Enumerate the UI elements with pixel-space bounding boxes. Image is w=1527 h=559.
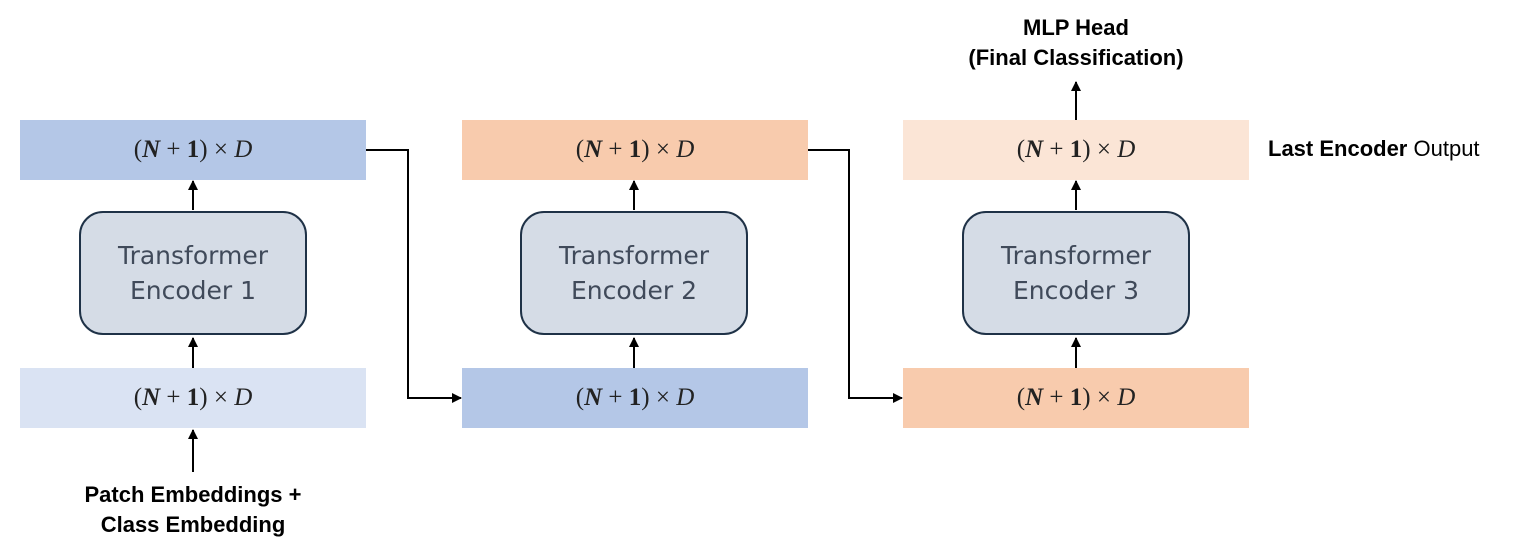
symbol-times: × xyxy=(1096,384,1111,411)
tensor-output-3: (N + 1) × D xyxy=(903,120,1249,180)
symbol-plus: + xyxy=(166,136,181,163)
connector-output-2-to-input-3 xyxy=(808,149,903,403)
symbol-times: × xyxy=(213,136,228,163)
symbol-d: D xyxy=(676,384,695,411)
paren-close: ) xyxy=(641,384,650,411)
symbol-d: D xyxy=(234,384,253,411)
symbol-plus: + xyxy=(166,384,181,411)
symbol-d: D xyxy=(676,136,695,163)
symbol-d: D xyxy=(1117,136,1136,163)
paren-close: ) xyxy=(199,136,208,163)
encoder-label-line2: Encoder 1 xyxy=(129,276,257,305)
symbol-n: N xyxy=(584,384,603,411)
tensor-output-2: (N + 1) × D xyxy=(462,120,808,180)
paren-open: ( xyxy=(133,136,143,163)
symbol-one: 1 xyxy=(186,384,200,411)
last-encoder-label-rest: Output xyxy=(1413,136,1480,161)
last-encoder-output-label: Last Encoder Output xyxy=(1268,136,1480,162)
paren-close: ) xyxy=(641,136,650,163)
paren-open: ( xyxy=(1016,384,1026,411)
paren-open: ( xyxy=(575,384,585,411)
transformer-encoder-1: Transformer Encoder 1 xyxy=(79,211,307,335)
encoder-label-line1: Transformer xyxy=(558,241,709,270)
symbol-one: 1 xyxy=(628,136,642,163)
input-caption-line2: Class Embedding xyxy=(100,512,286,537)
symbol-times: × xyxy=(655,384,670,411)
symbol-plus: + xyxy=(608,384,623,411)
symbol-one: 1 xyxy=(1069,384,1083,411)
paren-close: ) xyxy=(1082,384,1091,411)
symbol-times: × xyxy=(1096,136,1111,163)
paren-open: ( xyxy=(1016,136,1026,163)
symbol-one: 1 xyxy=(1069,136,1083,163)
input-caption: Patch Embeddings + Class Embedding xyxy=(43,480,343,540)
tensor-input-1: (N + 1) × D xyxy=(20,368,366,428)
symbol-n: N xyxy=(1025,384,1044,411)
tensor-input-2: (N + 1) × D xyxy=(462,368,808,428)
mlp-head-title: MLP Head xyxy=(1023,15,1129,40)
last-encoder-label-bold: Last Encoder xyxy=(1268,136,1408,161)
symbol-n: N xyxy=(1025,136,1044,163)
encoder-label-line1: Transformer xyxy=(1000,241,1151,270)
paren-open: ( xyxy=(133,384,143,411)
encoder-label-line2: Encoder 2 xyxy=(570,276,698,305)
connector-output-1-to-input-2 xyxy=(366,149,462,403)
encoder-label-line2: Encoder 3 xyxy=(1012,276,1140,305)
paren-open: ( xyxy=(575,136,585,163)
symbol-plus: + xyxy=(1049,136,1064,163)
mlp-head-subtitle: (Final Classification) xyxy=(968,45,1184,70)
input-caption-line1: Patch Embeddings + xyxy=(84,482,302,507)
symbol-n: N xyxy=(584,136,603,163)
symbol-n: N xyxy=(142,384,161,411)
symbol-d: D xyxy=(234,136,253,163)
symbol-d: D xyxy=(1117,384,1136,411)
tensor-output-1: (N + 1) × D xyxy=(20,120,366,180)
symbol-times: × xyxy=(655,136,670,163)
symbol-plus: + xyxy=(608,136,623,163)
tensor-input-3: (N + 1) × D xyxy=(903,368,1249,428)
paren-close: ) xyxy=(199,384,208,411)
symbol-plus: + xyxy=(1049,384,1064,411)
symbol-one: 1 xyxy=(186,136,200,163)
encoder-label-line1: Transformer xyxy=(117,241,268,270)
symbol-times: × xyxy=(213,384,228,411)
transformer-encoder-2: Transformer Encoder 2 xyxy=(520,211,748,335)
mlp-head-caption: MLP Head (Final Classification) xyxy=(926,13,1226,73)
transformer-encoder-3: Transformer Encoder 3 xyxy=(962,211,1190,335)
symbol-one: 1 xyxy=(628,384,642,411)
paren-close: ) xyxy=(1082,136,1091,163)
symbol-n: N xyxy=(142,136,161,163)
